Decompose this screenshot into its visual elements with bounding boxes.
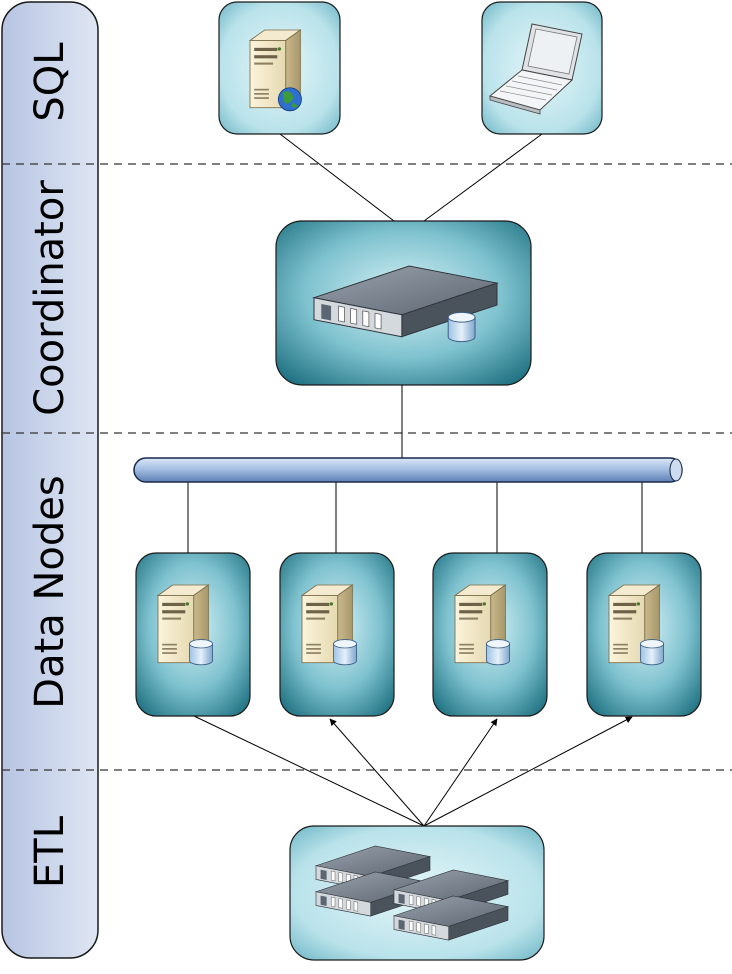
network-bus bbox=[133, 457, 683, 483]
arrow-etl-node-4 bbox=[423, 716, 633, 827]
etl-arrows bbox=[193, 715, 633, 827]
link-laptop-coordinator bbox=[423, 133, 543, 222]
etl-node bbox=[289, 825, 545, 961]
lane-label-etl: ETL bbox=[27, 815, 73, 888]
laptop-icon bbox=[488, 23, 583, 115]
sql-laptop-node bbox=[481, 1, 603, 135]
data-node-3 bbox=[432, 552, 548, 717]
lane-label-data-nodes: Data Nodes bbox=[27, 475, 73, 708]
arrow-etl-node-3 bbox=[423, 718, 498, 827]
lane-label-sql: SQL bbox=[27, 42, 73, 122]
sql-web-server-node bbox=[218, 1, 341, 135]
data-node-1 bbox=[135, 552, 251, 717]
arrow-etl-node-1 bbox=[193, 715, 425, 827]
link-web-server-coordinator bbox=[279, 133, 395, 222]
arrow-etl-node-2 bbox=[329, 718, 425, 827]
database-server-icon bbox=[301, 584, 358, 666]
database-server-icon bbox=[608, 584, 665, 666]
lane-label-column bbox=[1, 1, 99, 959]
data-node-4 bbox=[586, 552, 702, 717]
database-server-icon bbox=[157, 584, 214, 666]
lane-label-coordinator: Coordinator bbox=[27, 180, 73, 416]
web-server-icon bbox=[249, 29, 302, 112]
data-node-2 bbox=[279, 552, 395, 717]
lane-dividers bbox=[2, 163, 732, 771]
database-server-icon bbox=[454, 584, 511, 666]
connection-lines bbox=[187, 133, 643, 553]
coordinator-node bbox=[275, 220, 532, 386]
